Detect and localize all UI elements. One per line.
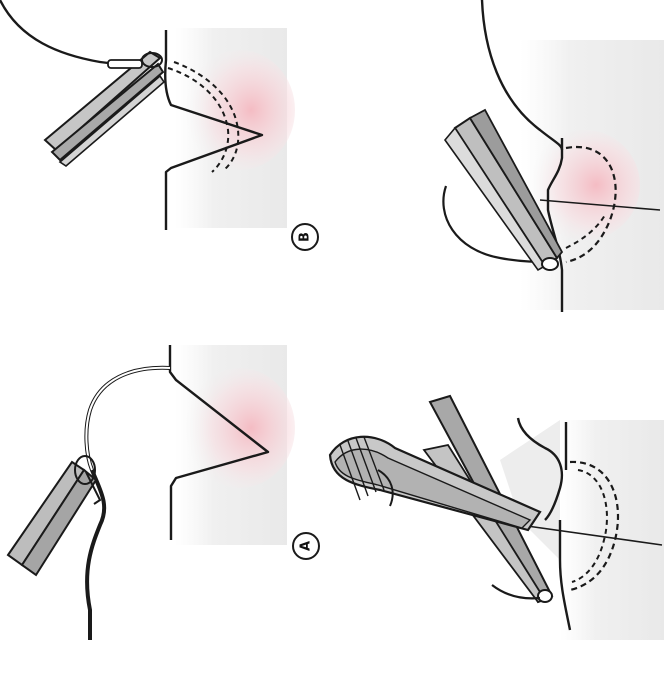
- forceps: [45, 52, 164, 166]
- panel-label-b-text: B: [298, 232, 313, 242]
- panel-b-right-illustration: [443, 0, 664, 312]
- suture-thread: [86, 368, 170, 640]
- wound-highlight: [185, 50, 295, 170]
- panel-b-left-illustration: [0, 0, 295, 230]
- panel-label-a-text: A: [299, 541, 314, 551]
- panel-a-right-illustration: [330, 396, 664, 640]
- suture-thread-highlight: [86, 368, 170, 470]
- panel-label-a: A: [293, 533, 319, 559]
- forceps: [8, 456, 100, 575]
- tissue-shading: [560, 420, 664, 640]
- suture-thread: [0, 0, 152, 63]
- panel-label-b: B: [292, 224, 318, 250]
- panel-a-left-illustration: [8, 345, 295, 640]
